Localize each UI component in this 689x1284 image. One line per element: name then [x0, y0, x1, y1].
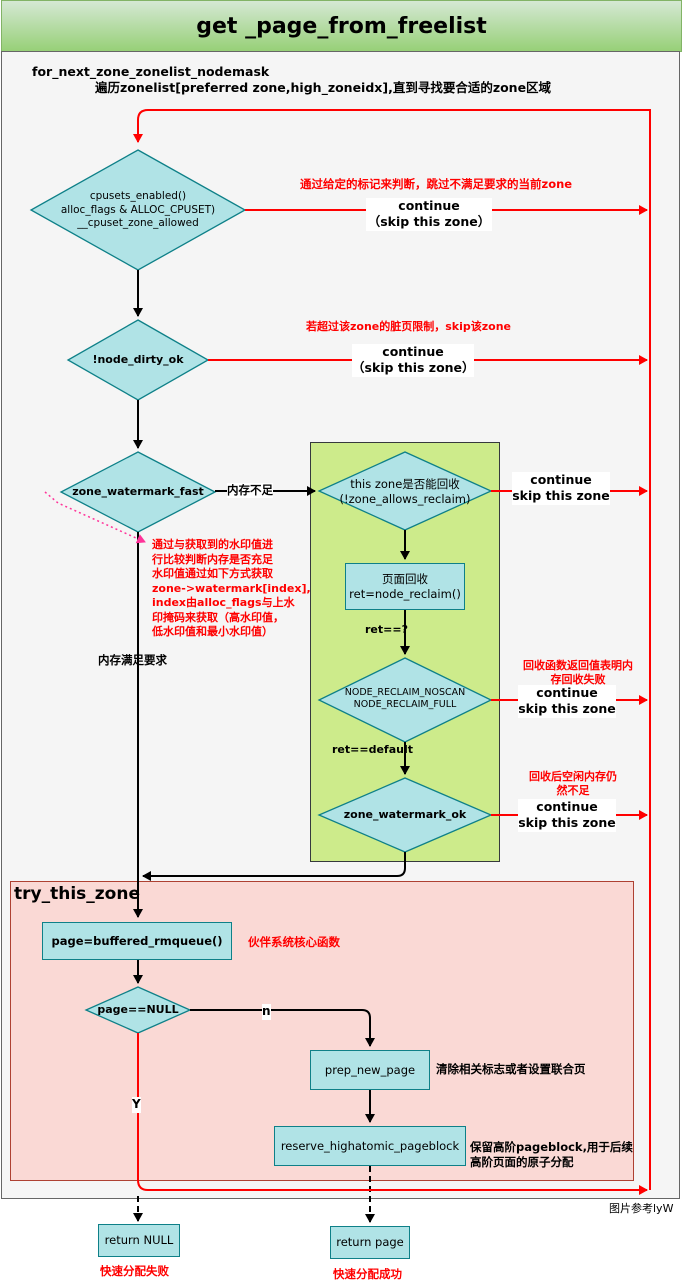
continue-label-1: continue （skip this zone） [366, 198, 492, 231]
title-bar: get _page_from_freelist [1, 0, 682, 52]
note-fail: 快速分配失败 [100, 1264, 169, 1278]
note-prep: 清除相关标志或者设置联合页 [436, 1062, 586, 1076]
continue-label-3: continue skip this zone [512, 472, 610, 505]
mem-ok-label: 内存满足要求 [98, 653, 167, 667]
reserve-highatomic-box: reserve_highatomic_pageblock [274, 1126, 466, 1166]
watermark-ok-label: zone_watermark_ok [343, 808, 467, 821]
ret-question-label: ret==? [365, 623, 408, 636]
loop-macro: for_next_zone_zonelist_nodemask [32, 64, 270, 79]
note-reclaim-fail: 回收函数返回值表明内 存回收失败 [523, 659, 633, 687]
note-dirty: 若超过该zone的脏页限制，skip该zone [306, 320, 512, 333]
watermark-fast-label: zone_watermark_fast [72, 485, 204, 498]
note-buddy: 伙伴系统核心函数 [248, 935, 340, 949]
continue-label-4: continue skip this zone [518, 685, 616, 718]
note-cpusets: 通过给定的标记来判断，跳过不满足要求的当前zone [300, 177, 573, 191]
dirty-label: !node_dirty_ok [92, 353, 184, 366]
note-still-low: 回收后空闲内存仍 然不足 [529, 770, 617, 798]
allows-reclaim-label: this zone是否能回收 (!zone_allows_reclaim) [339, 477, 471, 506]
continue-label-2: continue （skip this zone） [352, 344, 475, 377]
page-null-label: page==NULL [97, 1003, 179, 1016]
node-reclaim-box: 页面回收 ret=node_reclaim() [345, 563, 465, 610]
try-this-zone-label: try_this_zone [14, 884, 140, 904]
diagram-title: get _page_from_freelist [196, 13, 487, 39]
image-credit: 图片参考lyW [609, 1202, 674, 1215]
note-success: 快速分配成功 [333, 1267, 402, 1281]
cpusets-label: cpusets_enabled() alloc_flags & ALLOC_CP… [60, 190, 216, 230]
prep-new-page-box: prep_new_page [310, 1050, 430, 1090]
return-null-box: return NULL [98, 1224, 180, 1257]
branch-n-label: n [262, 1004, 271, 1020]
branch-y-label: Y [132, 1097, 141, 1113]
buffered-rmqueue-box: page=buffered_rmqueue() [42, 922, 232, 960]
note-watermark: 通过与获取到的水印值进 行比较判断内存是否充足 水印值通过如下方式获取 zone… [152, 538, 311, 639]
loop-description: 遍历zonelist[preferred zone,high_zoneidx],… [95, 80, 552, 95]
ret-default-label: ret==default [332, 743, 413, 756]
return-page-box: return page [330, 1226, 410, 1259]
continue-label-5: continue skip this zone [518, 799, 616, 832]
loop-back-line [133, 109, 651, 1190]
mem-low-label: 内存不足 [227, 483, 273, 498]
noscan-label: NODE_RECLAIM_NOSCAN NODE_RECLAIM_FULL [344, 687, 466, 711]
note-reserve: 保留高阶pageblock,用于后续 高阶页面的原子分配 [470, 1140, 633, 1169]
